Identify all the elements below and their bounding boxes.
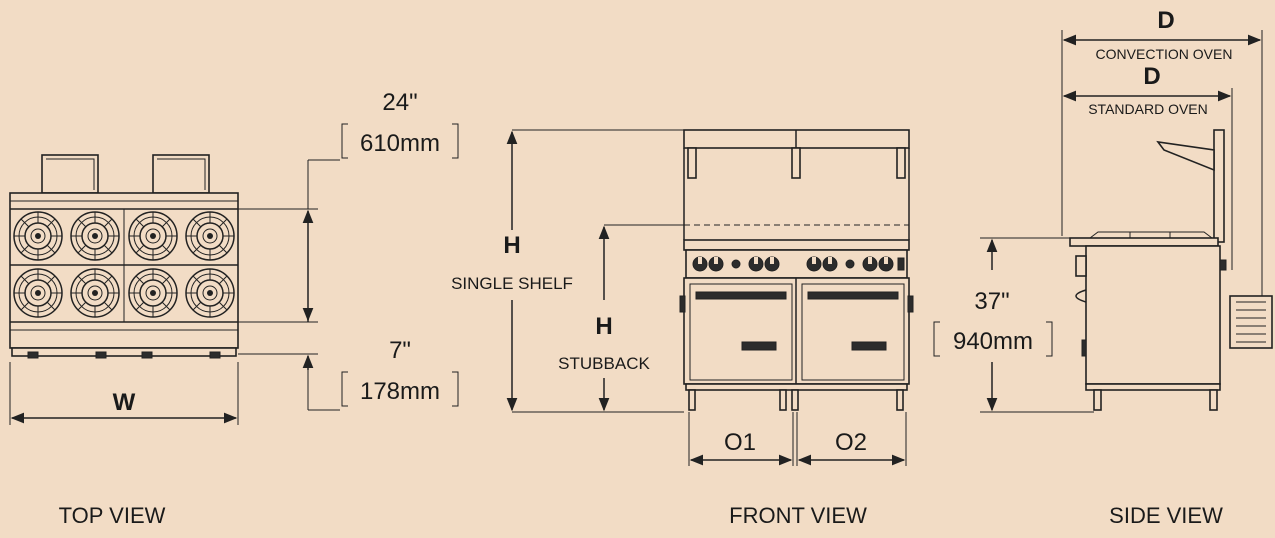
- standard-oven-label: STANDARD OVEN: [1088, 101, 1208, 117]
- stubback-label: STUBBACK: [558, 354, 650, 373]
- o1-label: O1: [724, 429, 756, 456]
- d-convection: D: [1157, 7, 1174, 34]
- front-depth-mm: 178mm: [360, 378, 440, 405]
- width-label: W: [113, 389, 136, 416]
- top-view-drawing: [9, 154, 239, 359]
- side-view-title: SIDE VIEW: [1109, 503, 1223, 528]
- d-standard: D: [1143, 63, 1160, 90]
- top-view-title: TOP VIEW: [59, 503, 166, 528]
- back-depth-inches: 24": [382, 89, 417, 116]
- h-single-shelf: H: [503, 232, 520, 259]
- o2-label: O2: [835, 429, 867, 456]
- side-height-mm: 940mm: [953, 328, 1033, 355]
- single-shelf-label: SINGLE SHELF: [451, 274, 573, 293]
- side-view-drawing: [1069, 129, 1273, 411]
- front-view-title: FRONT VIEW: [729, 503, 867, 528]
- side-height-inches: 37": [974, 288, 1009, 315]
- convection-oven-label: CONVECTION OVEN: [1096, 46, 1233, 62]
- h-stubback: H: [595, 313, 612, 340]
- front-view-drawing: [679, 129, 914, 411]
- front-depth-inches: 7": [389, 337, 411, 364]
- back-depth-mm: 610mm: [360, 130, 440, 157]
